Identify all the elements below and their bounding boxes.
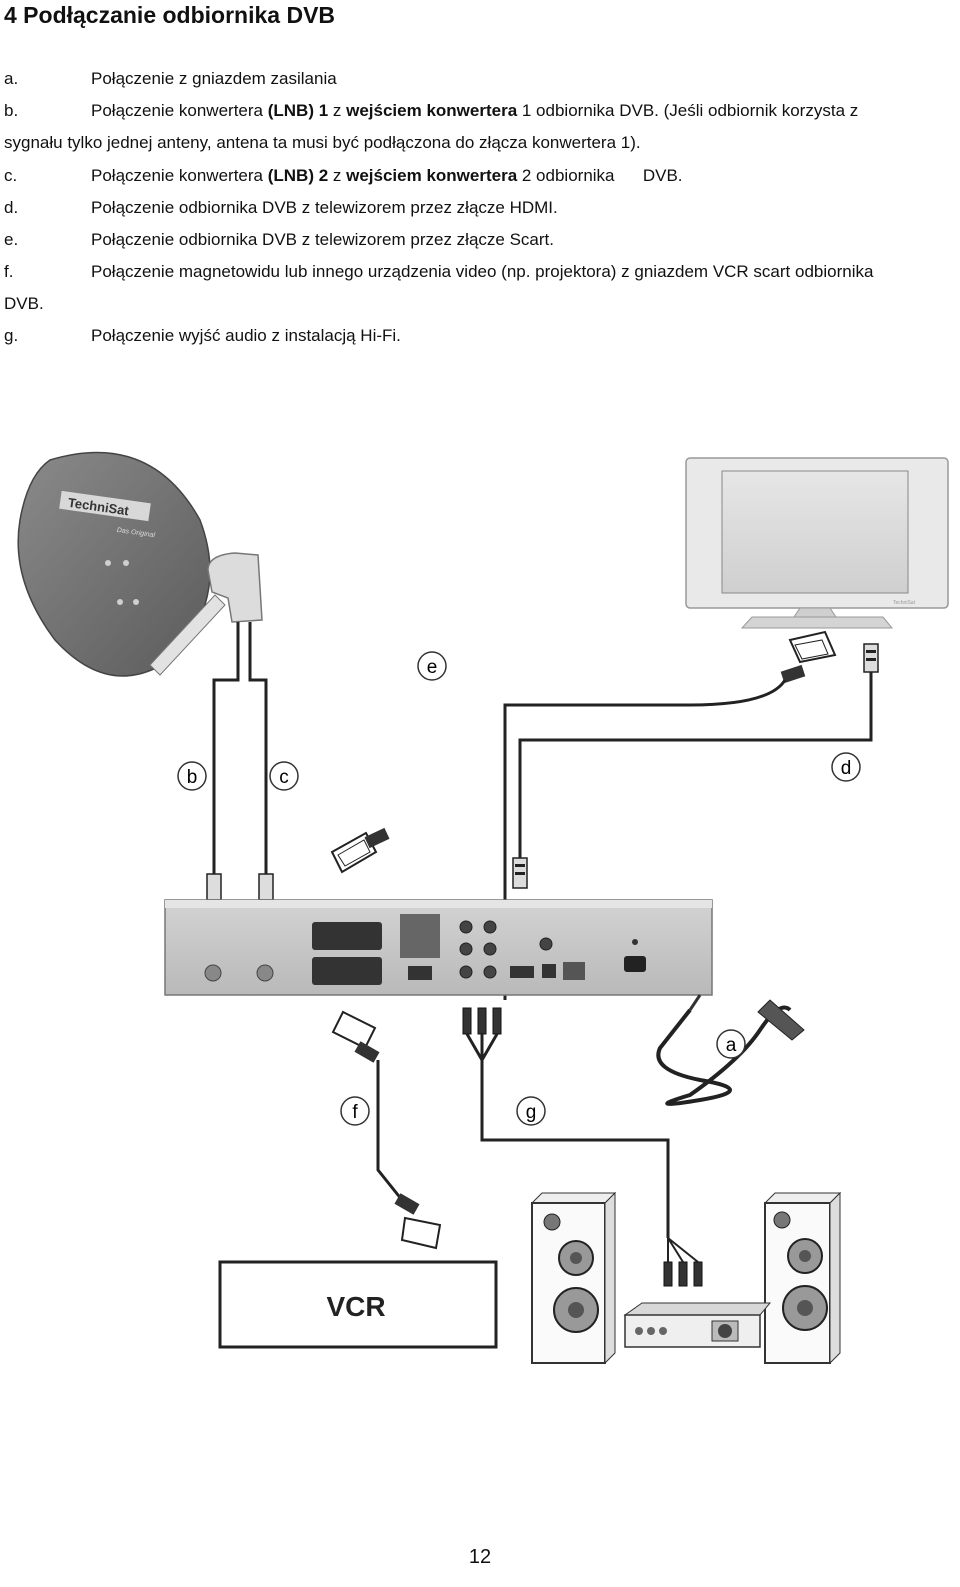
dvb-receiver: [164, 899, 713, 996]
vcr-label: VCR: [326, 1291, 385, 1322]
hifi-amplifier: [623, 1302, 772, 1348]
callout-c: c: [279, 767, 289, 788]
list-item-b-continued: sygnału tylko jednej anteny, antena ta m…: [4, 133, 641, 152]
speaker-left: [530, 1191, 617, 1365]
callout-a: a: [726, 1035, 737, 1056]
item-bold: wejściem konwertera: [346, 166, 518, 185]
audio-cable-g: [465, 1033, 670, 1238]
item-text: Połączenie z gniazdem zasilania: [91, 69, 337, 88]
item-text: Połączenie odbiornika DVB z telewizorem …: [91, 198, 558, 217]
television: TechniSat: [685, 457, 949, 629]
list-item-b: b. Połączenie konwertera (LNB) 1 z wejści…: [4, 100, 858, 122]
item-letter: e.: [4, 230, 19, 249]
power-cable: [656, 994, 805, 1106]
callout-g: g: [526, 1102, 537, 1123]
speaker-right: [763, 1191, 842, 1365]
item-letter: b.: [4, 101, 19, 120]
list-item-g: g. Połączenie wyjść audio z instalacją Hi…: [4, 325, 401, 347]
callout-e: e: [427, 657, 438, 678]
box-scart-plug-bottom: [331, 1010, 380, 1063]
item-letter: f.: [4, 262, 14, 281]
callout-f: f: [352, 1102, 358, 1123]
rca-plugs-hifi: [663, 1261, 703, 1287]
list-item-a: a. Połączenie z gniazdem zasilania: [4, 68, 337, 90]
callouts-top: e b c d: [177, 651, 861, 791]
callout-d: d: [841, 758, 852, 779]
item-letter: a.: [4, 69, 19, 88]
item-bold: (LNB) 2: [267, 166, 329, 185]
item-text: 2 odbiornika DVB.: [517, 166, 683, 185]
tv-brand: TechniSat: [893, 600, 916, 606]
box-scart-plug-top: [330, 827, 390, 874]
satellite-dish: TechniSat Das Original: [17, 451, 263, 677]
item-letter: c.: [4, 166, 18, 185]
item-text: Połączenie wyjść audio z instalacją Hi-F…: [91, 326, 401, 345]
item-text: Połączenie konwertera: [91, 166, 268, 185]
item-text: Połączenie konwertera: [91, 101, 268, 120]
item-letter: g.: [4, 326, 19, 345]
lnb: [207, 552, 263, 623]
callout-b: b: [187, 767, 198, 788]
f-connectors: [206, 873, 274, 901]
item-text: z: [328, 101, 347, 120]
item-letter: d.: [4, 198, 19, 217]
item-text: z: [328, 166, 347, 185]
rca-plugs-box: [462, 1007, 502, 1035]
list-item-e: e. Połączenie odbiornika DVB z telewizore…: [4, 229, 554, 251]
item-bold: wejściem konwertera: [346, 101, 518, 120]
tv-scart-plug: [780, 630, 837, 684]
item-text: Połączenie odbiornika DVB z telewizorem …: [91, 230, 554, 249]
item-text: 1 odbiornika DVB. (Jeśli odbiornik korzy…: [517, 101, 859, 120]
vcr-scart-plug: [394, 1193, 442, 1250]
lnb-cables: [212, 622, 268, 880]
vcr: VCR: [218, 1260, 498, 1349]
callouts-bottom: a f g: [340, 1029, 746, 1126]
tv-hdmi-plug: [863, 643, 879, 673]
item-bold: (LNB) 1: [267, 101, 329, 120]
tv-cables: [503, 672, 873, 1000]
item-text: Połączenie magnetowidu lub innego urządz…: [91, 262, 874, 281]
list-item-f-continued: DVB.: [4, 294, 44, 313]
scart-cable-f: [376, 1060, 412, 1211]
list-item-c: c. Połączenie konwertera (LNB) 2 z wejści…: [4, 165, 683, 187]
connection-diagram: TechniSat Das Original TechniSat e: [17, 451, 949, 1365]
box-hdmi-plug: [512, 857, 528, 889]
list-item-f: f. Połączenie magnetowidu lub innego urzą…: [4, 261, 873, 283]
list-item-d: d. Połączenie odbiornika DVB z telewizore…: [4, 197, 558, 219]
section-heading: 4 Podłączanie odbiornika DVB: [4, 2, 336, 28]
page-number: 12: [468, 1546, 492, 1568]
